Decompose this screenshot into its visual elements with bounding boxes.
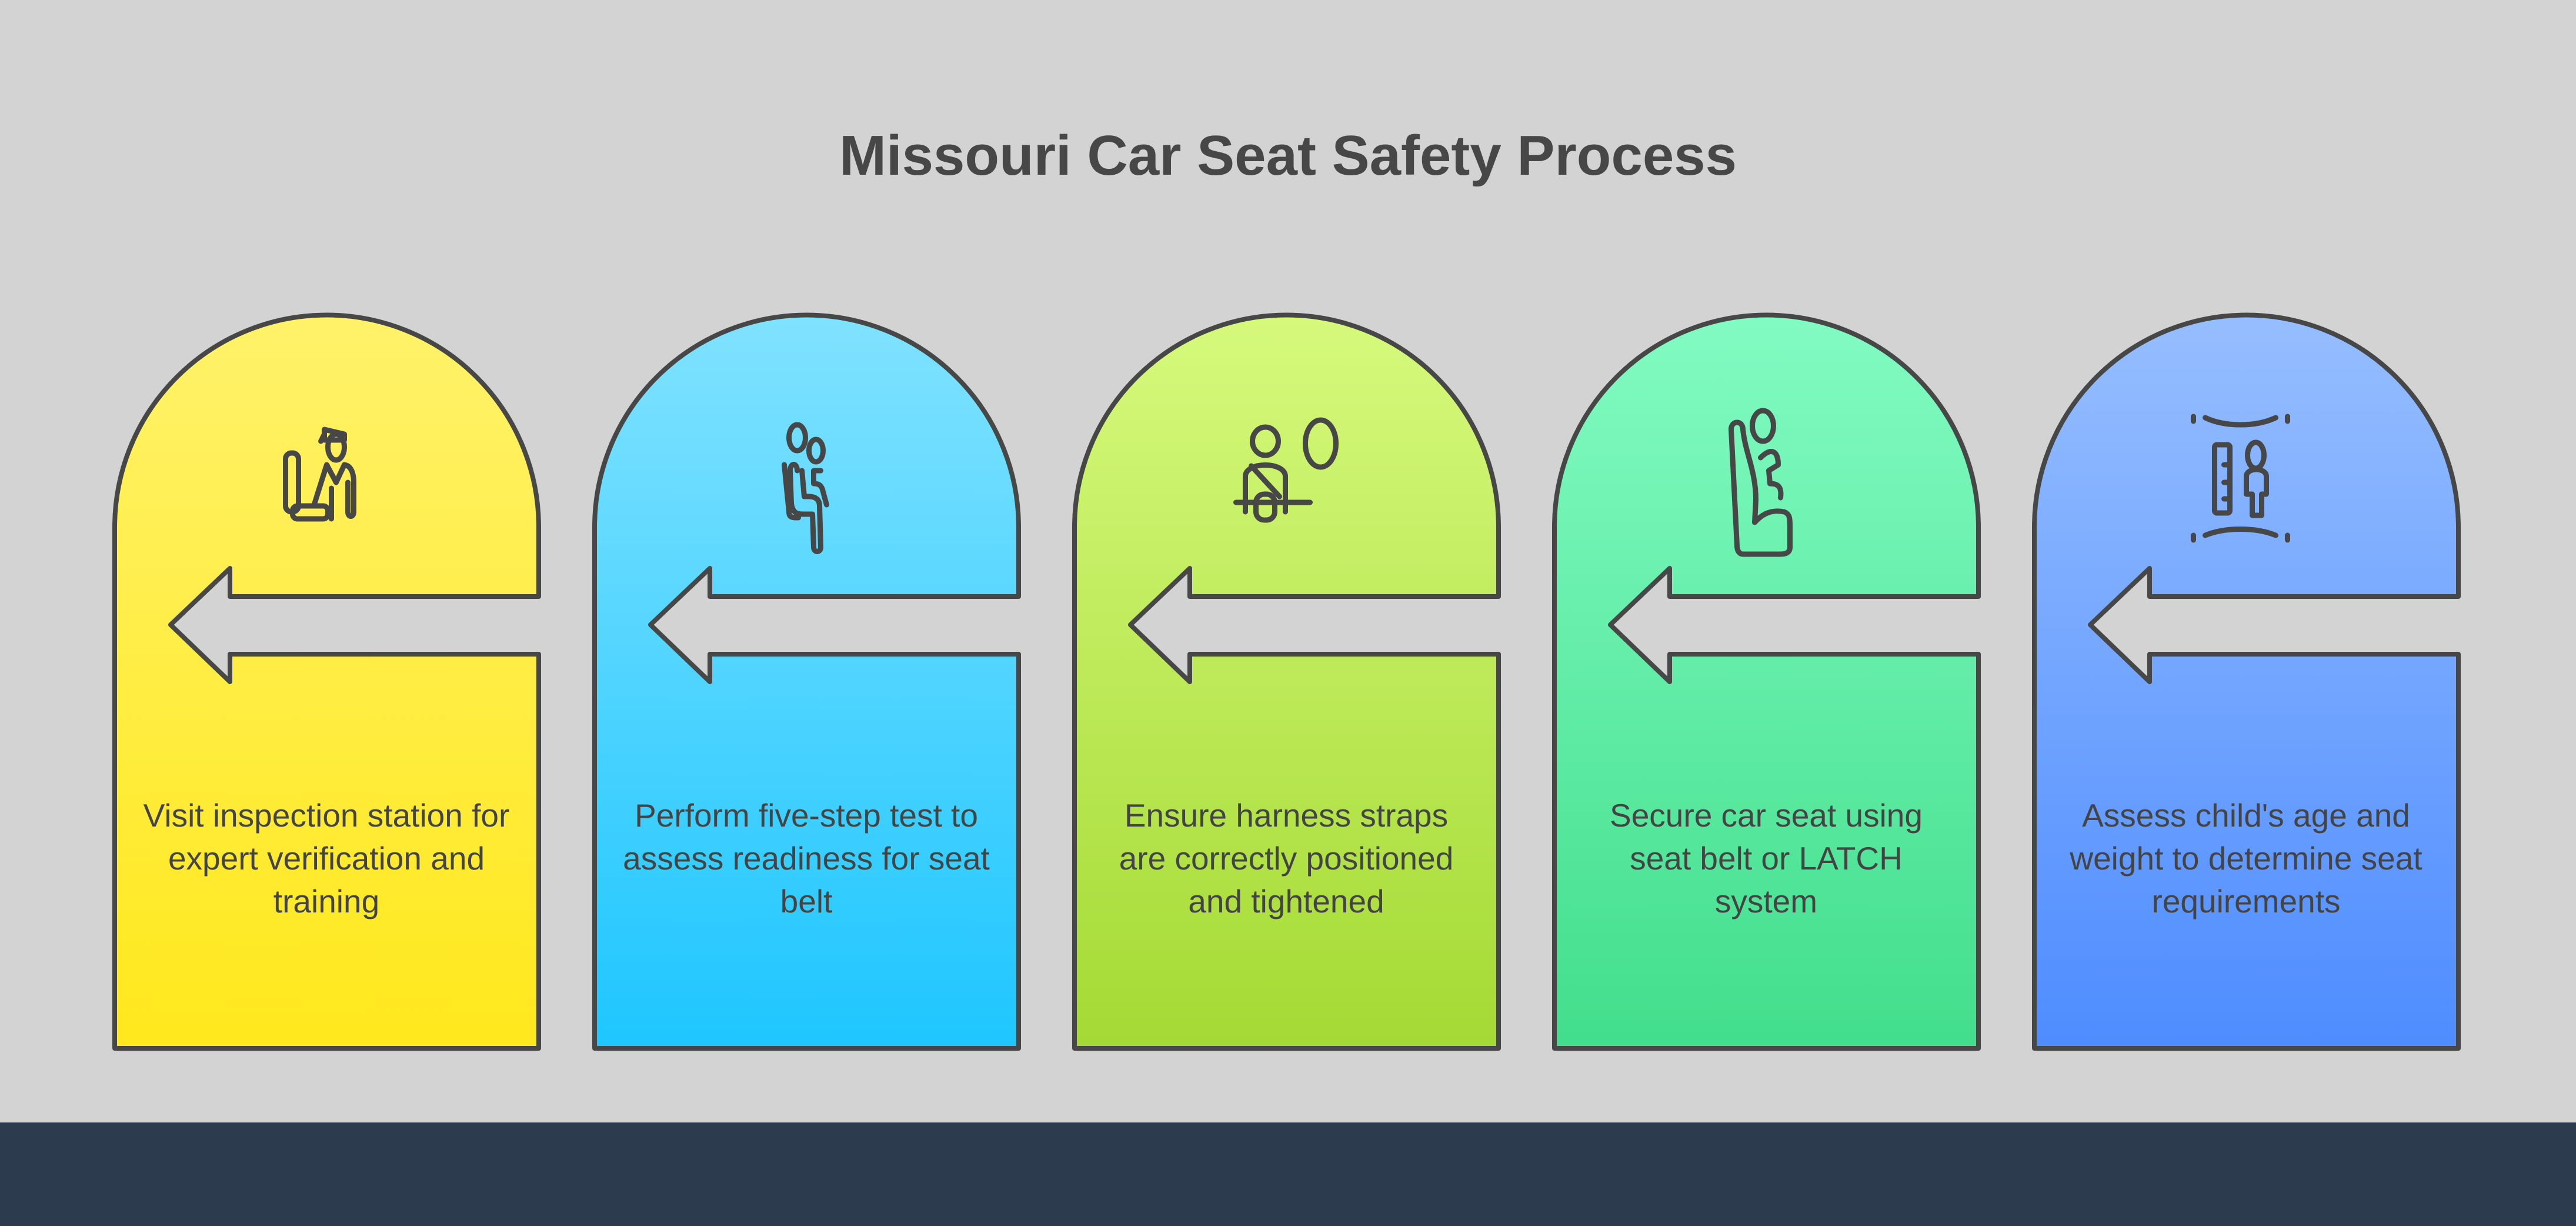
page-title: Missouri Car Seat Safety Process [839,124,1737,187]
step-card-1 [112,312,541,1051]
step-4-text: Secure car seat using seat belt or LATCH… [1610,797,1923,920]
step-card-5 [2032,312,2461,1051]
step-card-3 [1072,312,1501,1051]
step-card-shape-with-left-arrow [112,312,541,1051]
step-1-text: Visit inspection station for expert veri… [143,797,510,920]
step-5-text: Assess child's age and weight to determi… [2070,797,2422,920]
step-card-4 [1552,312,1981,1051]
car-seat-icon [1729,408,1793,557]
child-height-measure-icon [2191,414,2290,543]
step-card-shape-with-left-arrow [1552,312,1981,1051]
step-card-shape-with-left-arrow [2032,312,2461,1051]
step-2-text: Perform five-step test to assess readine… [623,797,990,920]
step-3-text: Ensure harness straps are correctly posi… [1119,797,1454,920]
seated-children-icon [782,422,829,554]
step-card-2 [592,312,1021,1051]
inspector-at-desk-icon [283,427,356,522]
step-card-shape-with-left-arrow [592,312,1021,1051]
harnessed-child-icon [1233,417,1339,523]
step-card-shape-with-left-arrow [1072,312,1501,1051]
footer-bar [0,1122,2576,1226]
